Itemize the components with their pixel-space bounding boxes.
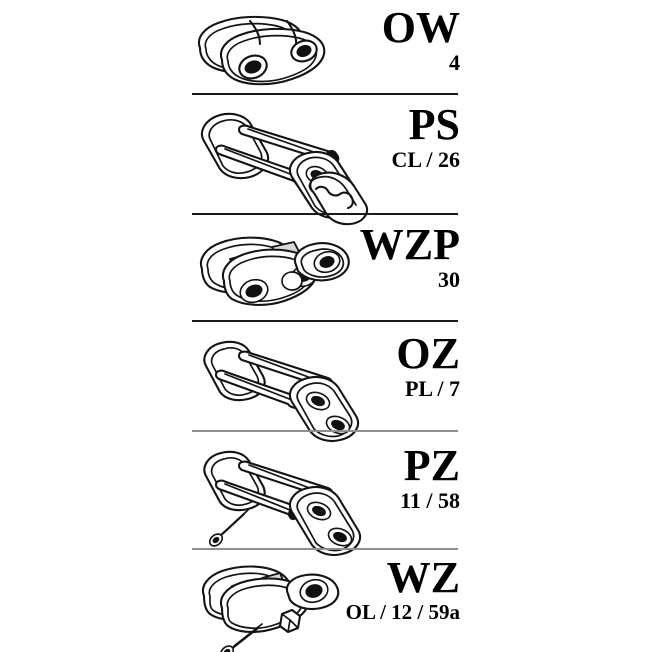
chart-row-oz: OZ PL / 7: [0, 322, 650, 443]
row-divider: [192, 213, 458, 215]
connecting-link-plain-pin-illustration: [196, 330, 371, 443]
link-subcode: OL / 12 / 59a: [345, 600, 460, 624]
label-group-ps: PS CL / 26: [392, 103, 460, 171]
link-code: PS: [408, 100, 460, 149]
chart-row-pz: PZ 11 / 58: [0, 434, 650, 557]
offset-link-with-cotter-pin-illustration: [196, 556, 376, 652]
link-subcode: CL / 26: [391, 147, 460, 172]
label-group-ow: OW 4: [382, 6, 460, 74]
link-code: OW: [381, 3, 460, 52]
link-subcode: PL / 7: [404, 376, 460, 401]
chart-row-ow: OW 4: [0, 0, 650, 95]
label-group-wzp: WZP 30: [360, 223, 460, 291]
chart-row-wzp: WZP 30: [0, 215, 650, 322]
label-group-oz: OZ PL / 7: [396, 332, 460, 400]
label-group-wz: WZ OL / 12 / 59a: [346, 556, 460, 623]
link-code: PZ: [403, 441, 460, 490]
offset-crank-link-illustration: [192, 4, 332, 90]
link-subcode: 30: [438, 267, 460, 292]
link-code: WZ: [386, 553, 460, 602]
connecting-link-with-spring-clip-illustration: [192, 101, 372, 226]
chart-row-ps: PS CL / 26: [0, 95, 650, 226]
label-group-pz: PZ 11 / 58: [400, 444, 460, 512]
double-offset-link-illustration: [196, 219, 361, 319]
row-divider: [192, 548, 458, 550]
chart-row-wz: WZ OL / 12 / 59a: [0, 550, 650, 652]
link-subcode: 4: [449, 50, 460, 75]
row-divider: [192, 93, 458, 95]
link-code: WZP: [359, 220, 460, 269]
row-divider: [192, 320, 458, 322]
link-subcode: 11 / 58: [400, 488, 460, 513]
cotter-pin-connecting-link-illustration: [196, 442, 381, 557]
link-code: OZ: [396, 329, 460, 378]
row-divider: [192, 430, 458, 432]
